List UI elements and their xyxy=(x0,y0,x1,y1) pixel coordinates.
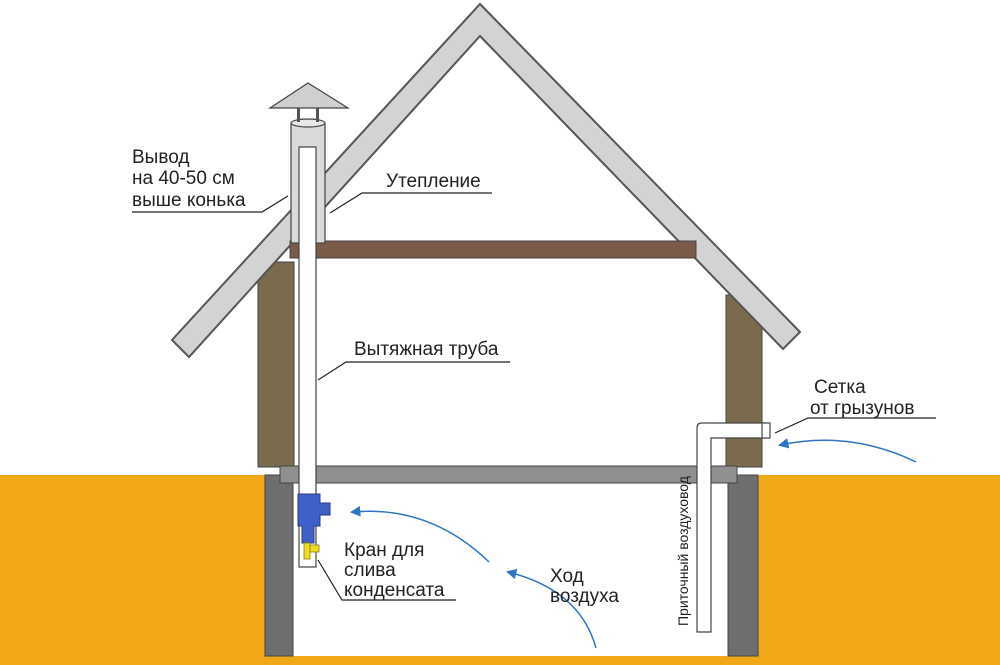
exhaust-pipe xyxy=(298,146,317,568)
valve-key-icon xyxy=(303,542,320,560)
label-hod: Ход воздуха xyxy=(550,566,619,607)
roof xyxy=(170,2,802,359)
label-setka: Сетка от грызунов xyxy=(810,377,914,419)
condensate-valve xyxy=(297,493,331,544)
leader-setka xyxy=(774,417,936,434)
label-pritochny: Приточный воздуховод xyxy=(675,476,691,626)
supply-duct xyxy=(696,422,767,633)
label-uteplenie: Утепление xyxy=(386,171,481,192)
ceiling-beam xyxy=(289,240,697,259)
chimney-cap xyxy=(267,82,351,109)
basement-wall-left xyxy=(264,474,294,657)
leader-uteplenie xyxy=(329,192,492,214)
airflow-arrow-lower xyxy=(505,568,597,649)
chimney-cap-leg-right xyxy=(316,108,319,122)
floor-slab xyxy=(279,465,738,484)
leader-kran xyxy=(317,559,456,601)
chimney-cap-leg-left xyxy=(297,108,300,122)
ground-right xyxy=(758,475,1000,665)
airflow-arrow-intake xyxy=(777,438,917,463)
ground-bottom-strip xyxy=(0,656,1000,665)
label-kran: Кран для слива конденсата xyxy=(344,540,445,601)
ground-left xyxy=(0,475,265,665)
basement-wall-right xyxy=(727,474,759,657)
leader-vyvod xyxy=(132,195,289,213)
leader-vytyazhnaya xyxy=(317,361,510,381)
airflow-arrow-upper xyxy=(349,506,490,563)
rodent-mesh xyxy=(761,422,771,439)
label-vyvod: Вывод на 40-50 см выше конька xyxy=(132,147,246,211)
label-vytyazhnaya: Вытяжная труба xyxy=(354,339,499,360)
pipe-top-opening xyxy=(290,118,326,128)
house-wall-left xyxy=(257,261,295,468)
